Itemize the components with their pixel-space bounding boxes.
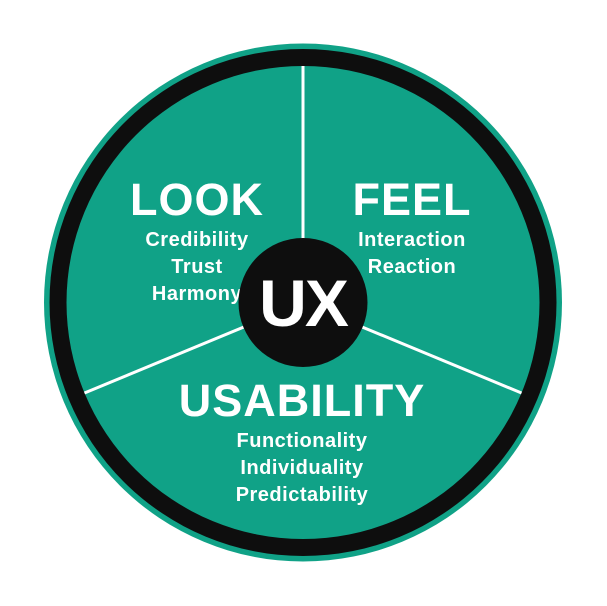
sector-usability-item: Predictability bbox=[236, 484, 369, 506]
sector-usability-title: USABILITY bbox=[179, 375, 426, 426]
center-circle bbox=[238, 238, 368, 367]
sector-feel-item: Interaction bbox=[358, 229, 466, 251]
sector-feel-title: FEEL bbox=[352, 174, 471, 225]
sector-look-title: LOOK bbox=[130, 174, 264, 225]
sector-look-item: Trust bbox=[171, 256, 222, 278]
sector-look-item: Harmony bbox=[152, 283, 243, 305]
sector-look-item: Credibility bbox=[145, 229, 249, 251]
sector-usability-item: Functionality bbox=[237, 430, 368, 452]
sector-usability-item: Individuality bbox=[240, 457, 364, 479]
center-ux-label: UX bbox=[259, 266, 349, 340]
sector-feel-item: Reaction bbox=[368, 256, 456, 278]
